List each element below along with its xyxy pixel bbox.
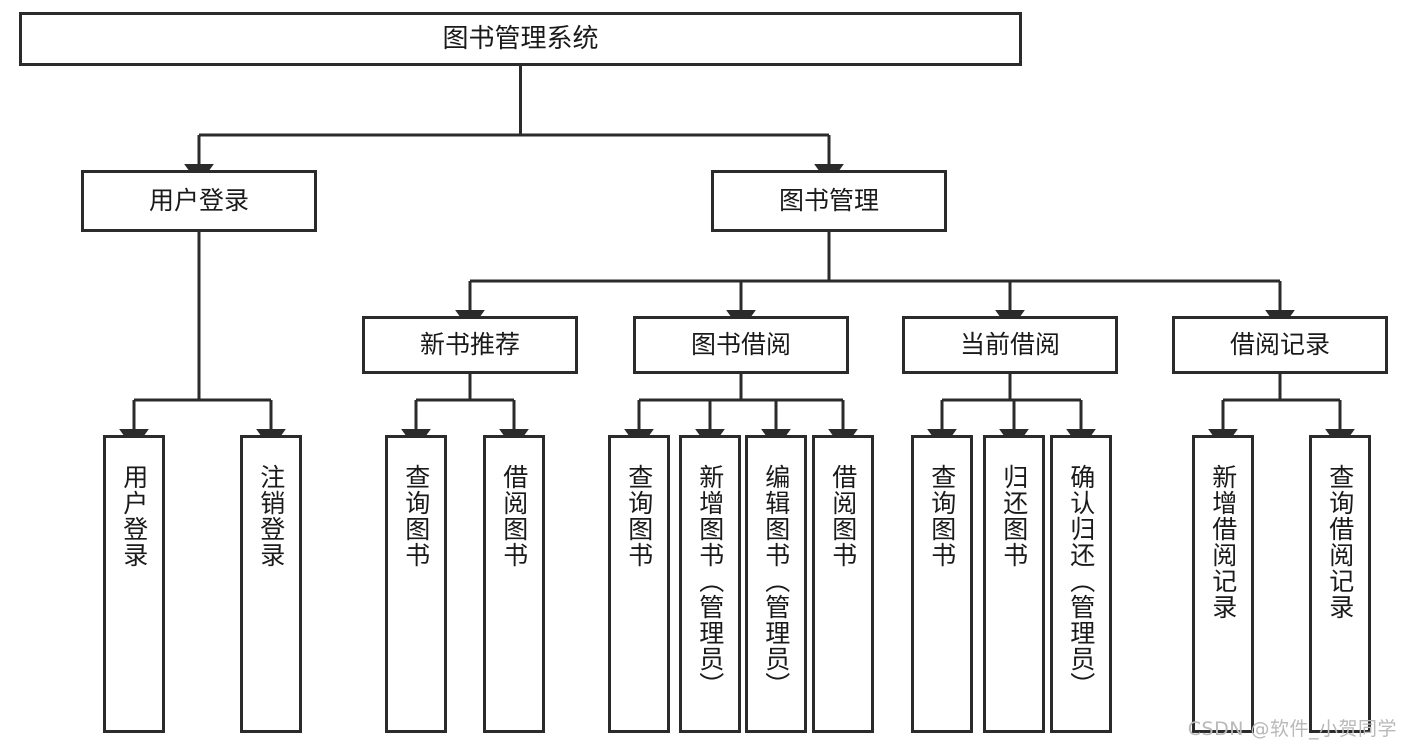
node-l2[interactable]: 注销登录 [240, 435, 302, 733]
node-label: 归还图书 [999, 464, 1029, 568]
node-label: 图书管理 [778, 186, 879, 216]
node-label: 用户登录 [119, 464, 149, 568]
node-label: 借阅记录 [1229, 330, 1330, 360]
node-current[interactable]: 当前借阅 [902, 316, 1118, 374]
node-label: 确认归还（管理员） [1066, 464, 1096, 698]
node-bookmgmt[interactable]: 图书管理 [711, 170, 947, 232]
node-l10[interactable]: 归还图书 [983, 435, 1045, 733]
node-l5[interactable]: 查询图书 [608, 435, 670, 733]
node-newbook[interactable]: 新书推荐 [362, 316, 578, 374]
node-l8[interactable]: 借阅图书 [812, 435, 874, 733]
node-label: 查询图书 [927, 464, 957, 568]
node-label: 新增图书（管理员） [695, 464, 725, 698]
node-l9[interactable]: 查询图书 [911, 435, 973, 733]
node-l13[interactable]: 查询借阅记录 [1309, 435, 1371, 733]
node-label: 图书管理系统 [442, 23, 599, 54]
node-l1[interactable]: 用户登录 [103, 435, 165, 733]
node-label: 用户登录 [148, 186, 249, 216]
node-label: 查询借阅记录 [1325, 464, 1355, 620]
node-records[interactable]: 借阅记录 [1172, 316, 1388, 374]
node-l11[interactable]: 确认归还（管理员） [1050, 435, 1112, 733]
node-l4[interactable]: 借阅图书 [483, 435, 545, 733]
node-l6[interactable]: 新增图书（管理员） [679, 435, 741, 733]
node-label: 新书推荐 [419, 330, 520, 360]
node-label: 注销登录 [256, 464, 286, 568]
node-l3[interactable]: 查询图书 [385, 435, 447, 733]
node-borrow[interactable]: 图书借阅 [633, 316, 849, 374]
watermark-label: CSDN @软件_小贺同学 [1187, 718, 1397, 740]
node-label: 借阅图书 [828, 464, 858, 568]
node-l12[interactable]: 新增借阅记录 [1192, 435, 1254, 733]
node-label: 编辑图书（管理员） [761, 464, 791, 698]
node-l7[interactable]: 编辑图书（管理员） [745, 435, 807, 733]
node-label: 查询图书 [401, 464, 431, 568]
node-root[interactable]: 图书管理系统 [19, 12, 1022, 66]
node-label: 借阅图书 [499, 464, 529, 568]
node-login[interactable]: 用户登录 [81, 170, 317, 232]
node-label: 图书借阅 [690, 330, 791, 360]
node-label: 当前借阅 [959, 330, 1060, 360]
node-label: 新增借阅记录 [1208, 464, 1238, 620]
node-label: 查询图书 [624, 464, 654, 568]
